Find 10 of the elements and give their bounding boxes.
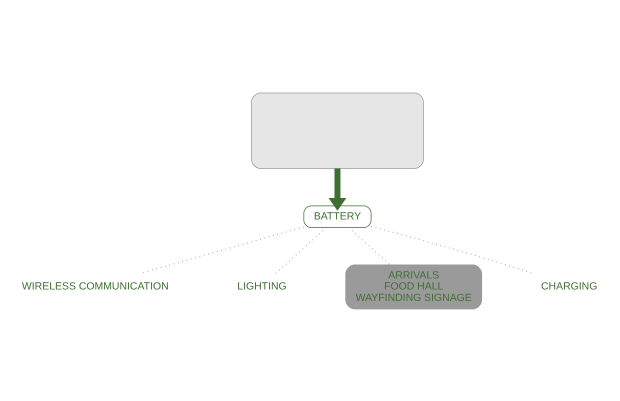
connector bbox=[371, 225, 533, 274]
node-text: CHARGING bbox=[541, 281, 598, 292]
node-box bbox=[251, 92, 424, 168]
arrow bbox=[328, 168, 346, 210]
node-text: WIRELESS COMMUNICATION bbox=[22, 281, 169, 292]
connector bbox=[276, 226, 327, 274]
node-box: BATTERY bbox=[303, 204, 372, 228]
node-box: ARRIVALS FOOD HALL WAYFINDING SIGNAGE bbox=[345, 264, 482, 309]
connector bbox=[348, 226, 390, 265]
node-text: LIGHTING bbox=[237, 281, 287, 292]
